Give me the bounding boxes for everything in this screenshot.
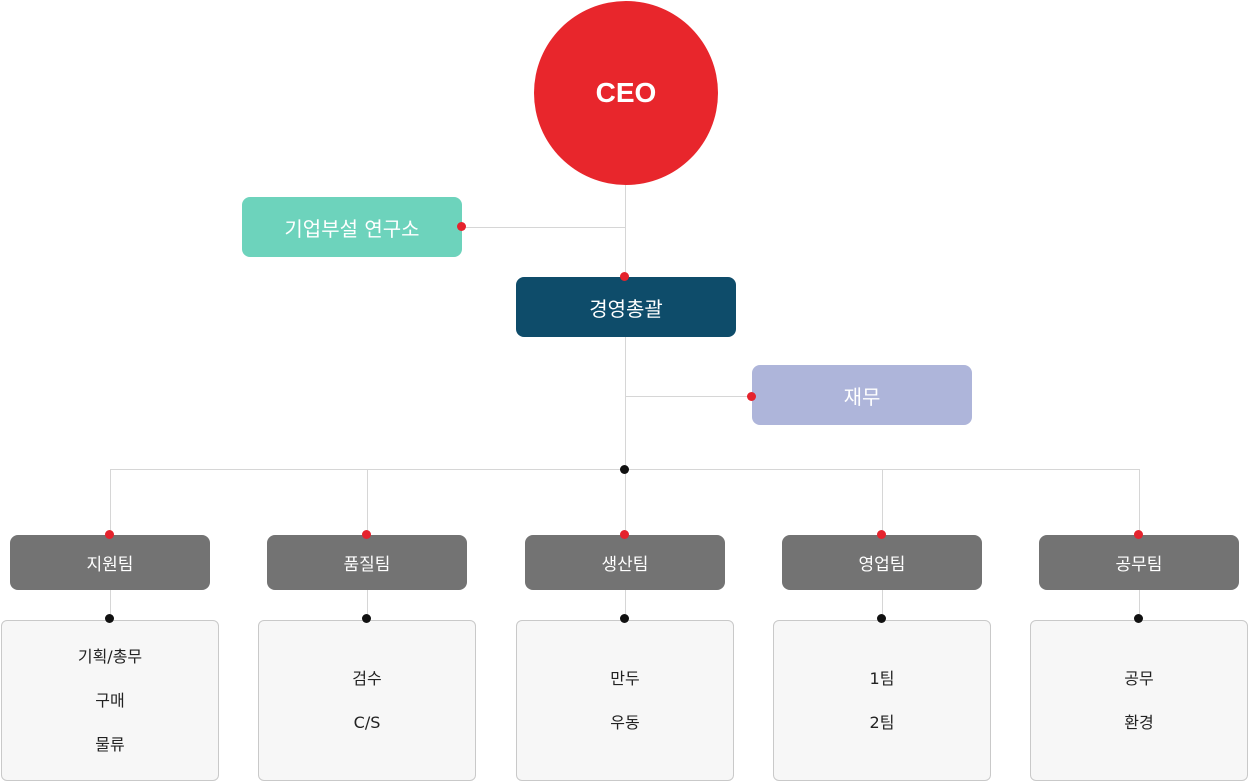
connector-dot (620, 272, 629, 281)
subunit-item: 기획/총무 (77, 646, 143, 666)
team-node: 지원팀 (10, 535, 210, 590)
management-node: 경영총괄 (516, 277, 736, 337)
team-label: 공무팀 (1115, 555, 1163, 575)
team-drop-line (367, 469, 368, 535)
subunit-item: 우동 (610, 712, 640, 732)
finance-connector-line (625, 396, 752, 397)
sub-drop-line (625, 590, 626, 620)
junction-dot (877, 614, 886, 623)
connector-dot (1134, 530, 1143, 539)
team-subunits-box: 기획/총무 구매 물류 (1, 620, 219, 781)
team-subunits-box: 1팀 2팀 (773, 620, 991, 781)
junction-dot (362, 614, 371, 623)
subunit-item: 물류 (95, 734, 125, 754)
connector-dot (105, 530, 114, 539)
connector-dot (877, 530, 886, 539)
sub-drop-line (367, 590, 368, 620)
team-label: 지원팀 (86, 555, 134, 575)
team-subunits-box: 만두 우동 (516, 620, 734, 781)
junction-dot (620, 614, 629, 623)
junction-dot (1134, 614, 1143, 623)
ceo-label: CEO (595, 77, 657, 108)
ceo-node: CEO (534, 1, 718, 185)
sub-drop-line (1139, 590, 1140, 620)
connector-dot (457, 222, 466, 231)
team-node: 생산팀 (525, 535, 725, 590)
subunit-item: 만두 (610, 668, 640, 688)
finance-node: 재무 (752, 365, 972, 425)
subunit-item: 검수 (352, 668, 382, 688)
team-node: 품질팀 (267, 535, 467, 590)
subunit-item: C/S (353, 712, 381, 732)
team-label: 생산팀 (601, 555, 649, 575)
team-subunits-box: 검수 C/S (258, 620, 476, 781)
sub-drop-line (110, 590, 111, 620)
team-label: 품질팀 (343, 555, 391, 575)
team-subunits-box: 공무 환경 (1030, 620, 1248, 781)
subunit-item: 공무 (1124, 668, 1154, 688)
team-label: 영업팀 (858, 555, 906, 575)
subunit-item: 1팀 (869, 668, 895, 688)
connector-dot (362, 530, 371, 539)
research-lab-label: 기업부설 연구소 (284, 216, 420, 241)
sub-drop-line (882, 590, 883, 620)
subunit-item: 환경 (1124, 712, 1154, 732)
team-drop-line (625, 469, 626, 535)
team-node: 공무팀 (1039, 535, 1239, 590)
connector-dot (620, 530, 629, 539)
team-drop-line (1139, 469, 1140, 535)
subunit-item: 구매 (95, 690, 125, 710)
team-drop-line (110, 469, 111, 535)
connector-dot (747, 392, 756, 401)
finance-label: 재무 (843, 384, 881, 409)
team-drop-line (882, 469, 883, 535)
research-lab-node: 기업부설 연구소 (242, 197, 462, 257)
management-label: 경영총괄 (589, 296, 663, 321)
subunit-item: 2팀 (869, 712, 895, 732)
junction-dot (105, 614, 114, 623)
junction-dot (620, 465, 629, 474)
team-node: 영업팀 (782, 535, 982, 590)
lab-connector-line (462, 227, 625, 228)
